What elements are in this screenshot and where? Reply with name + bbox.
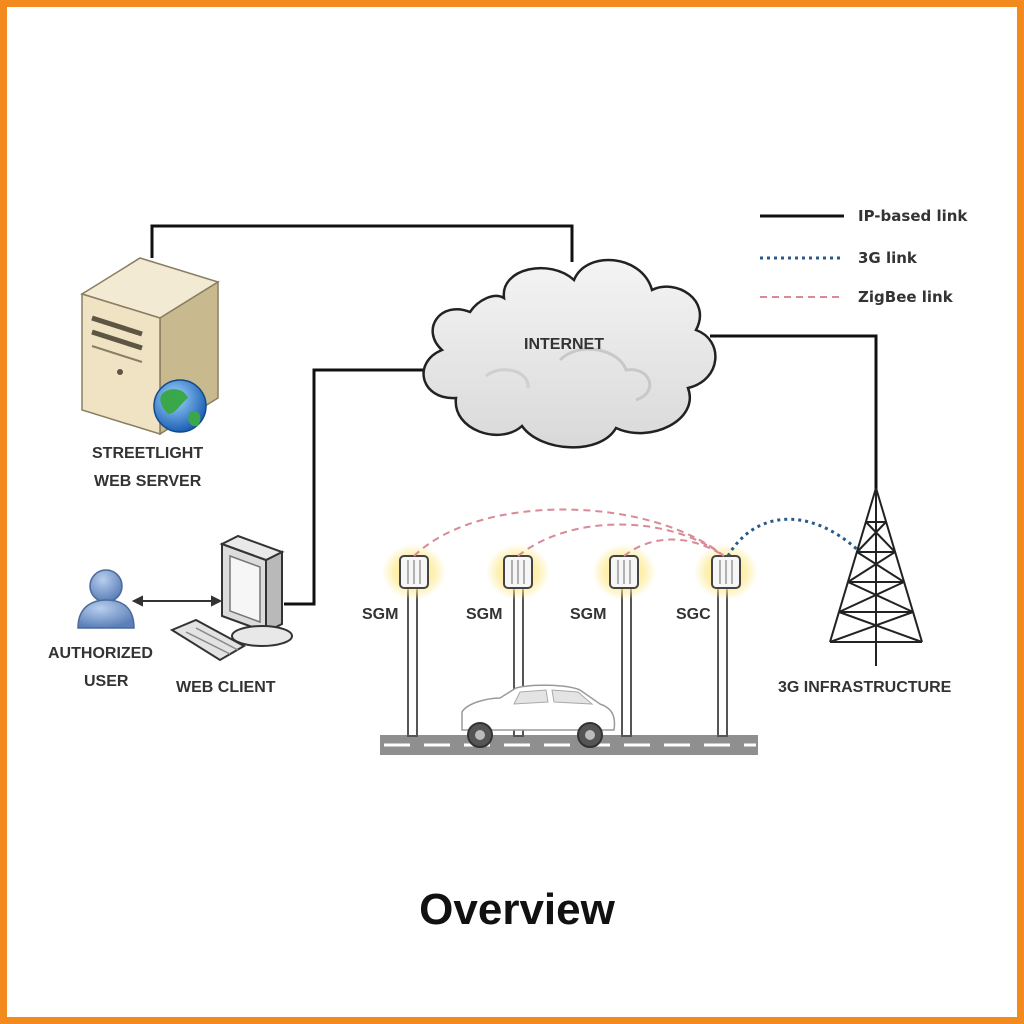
car-icon (461, 684, 616, 748)
legend: IP-based link 3G link ZigBee link (760, 207, 968, 306)
link-3g-sgc-tower (726, 517, 862, 557)
road (380, 735, 758, 755)
user-label-line2: USER (84, 673, 129, 690)
zigbee-link-3 (623, 538, 725, 557)
user-label-line1: AUTHORIZED (48, 645, 153, 662)
link-internet-client (284, 368, 440, 606)
server-label-line2: WEB SERVER (94, 473, 202, 490)
sgm-label-2: SGM (466, 606, 502, 623)
sgm-label-3: SGM (570, 606, 606, 623)
legend-3g-label: 3G link (858, 249, 918, 267)
sgc-label: SGC (676, 606, 711, 623)
legend-zigbee-label: ZigBee link (858, 288, 954, 306)
internet-cloud: INTERNET (422, 258, 717, 449)
internet-label: INTERNET (524, 336, 604, 353)
link-server-internet (150, 224, 574, 262)
ip-links (150, 224, 878, 606)
globe-icon (153, 379, 207, 433)
caption-title: Overview (419, 885, 615, 934)
poles (407, 585, 728, 737)
keyboard-icon (169, 618, 247, 662)
sgm-label-1: SGM (362, 606, 398, 623)
user-client-arrow (131, 595, 223, 607)
lamp-sgm-1 (382, 544, 446, 600)
infrastructure-label: 3G INFRASTRUCTURE (778, 679, 952, 696)
server-label-line1: STREETLIGHT (92, 445, 203, 462)
lamp-sgc (694, 544, 758, 600)
user-icon (77, 569, 135, 629)
legend-ip-label: IP-based link (858, 207, 968, 225)
lamp-sgm-3 (592, 544, 656, 600)
lamp-sgm-2 (486, 544, 550, 600)
zigbee-link-1 (413, 508, 725, 557)
computer-icon (219, 534, 293, 647)
zigbee-links (413, 508, 725, 557)
zigbee-link-2 (517, 523, 725, 557)
web-client-label: WEB CLIENT (176, 679, 276, 696)
link-internet-tower (710, 334, 878, 492)
tower-icon (829, 487, 923, 666)
